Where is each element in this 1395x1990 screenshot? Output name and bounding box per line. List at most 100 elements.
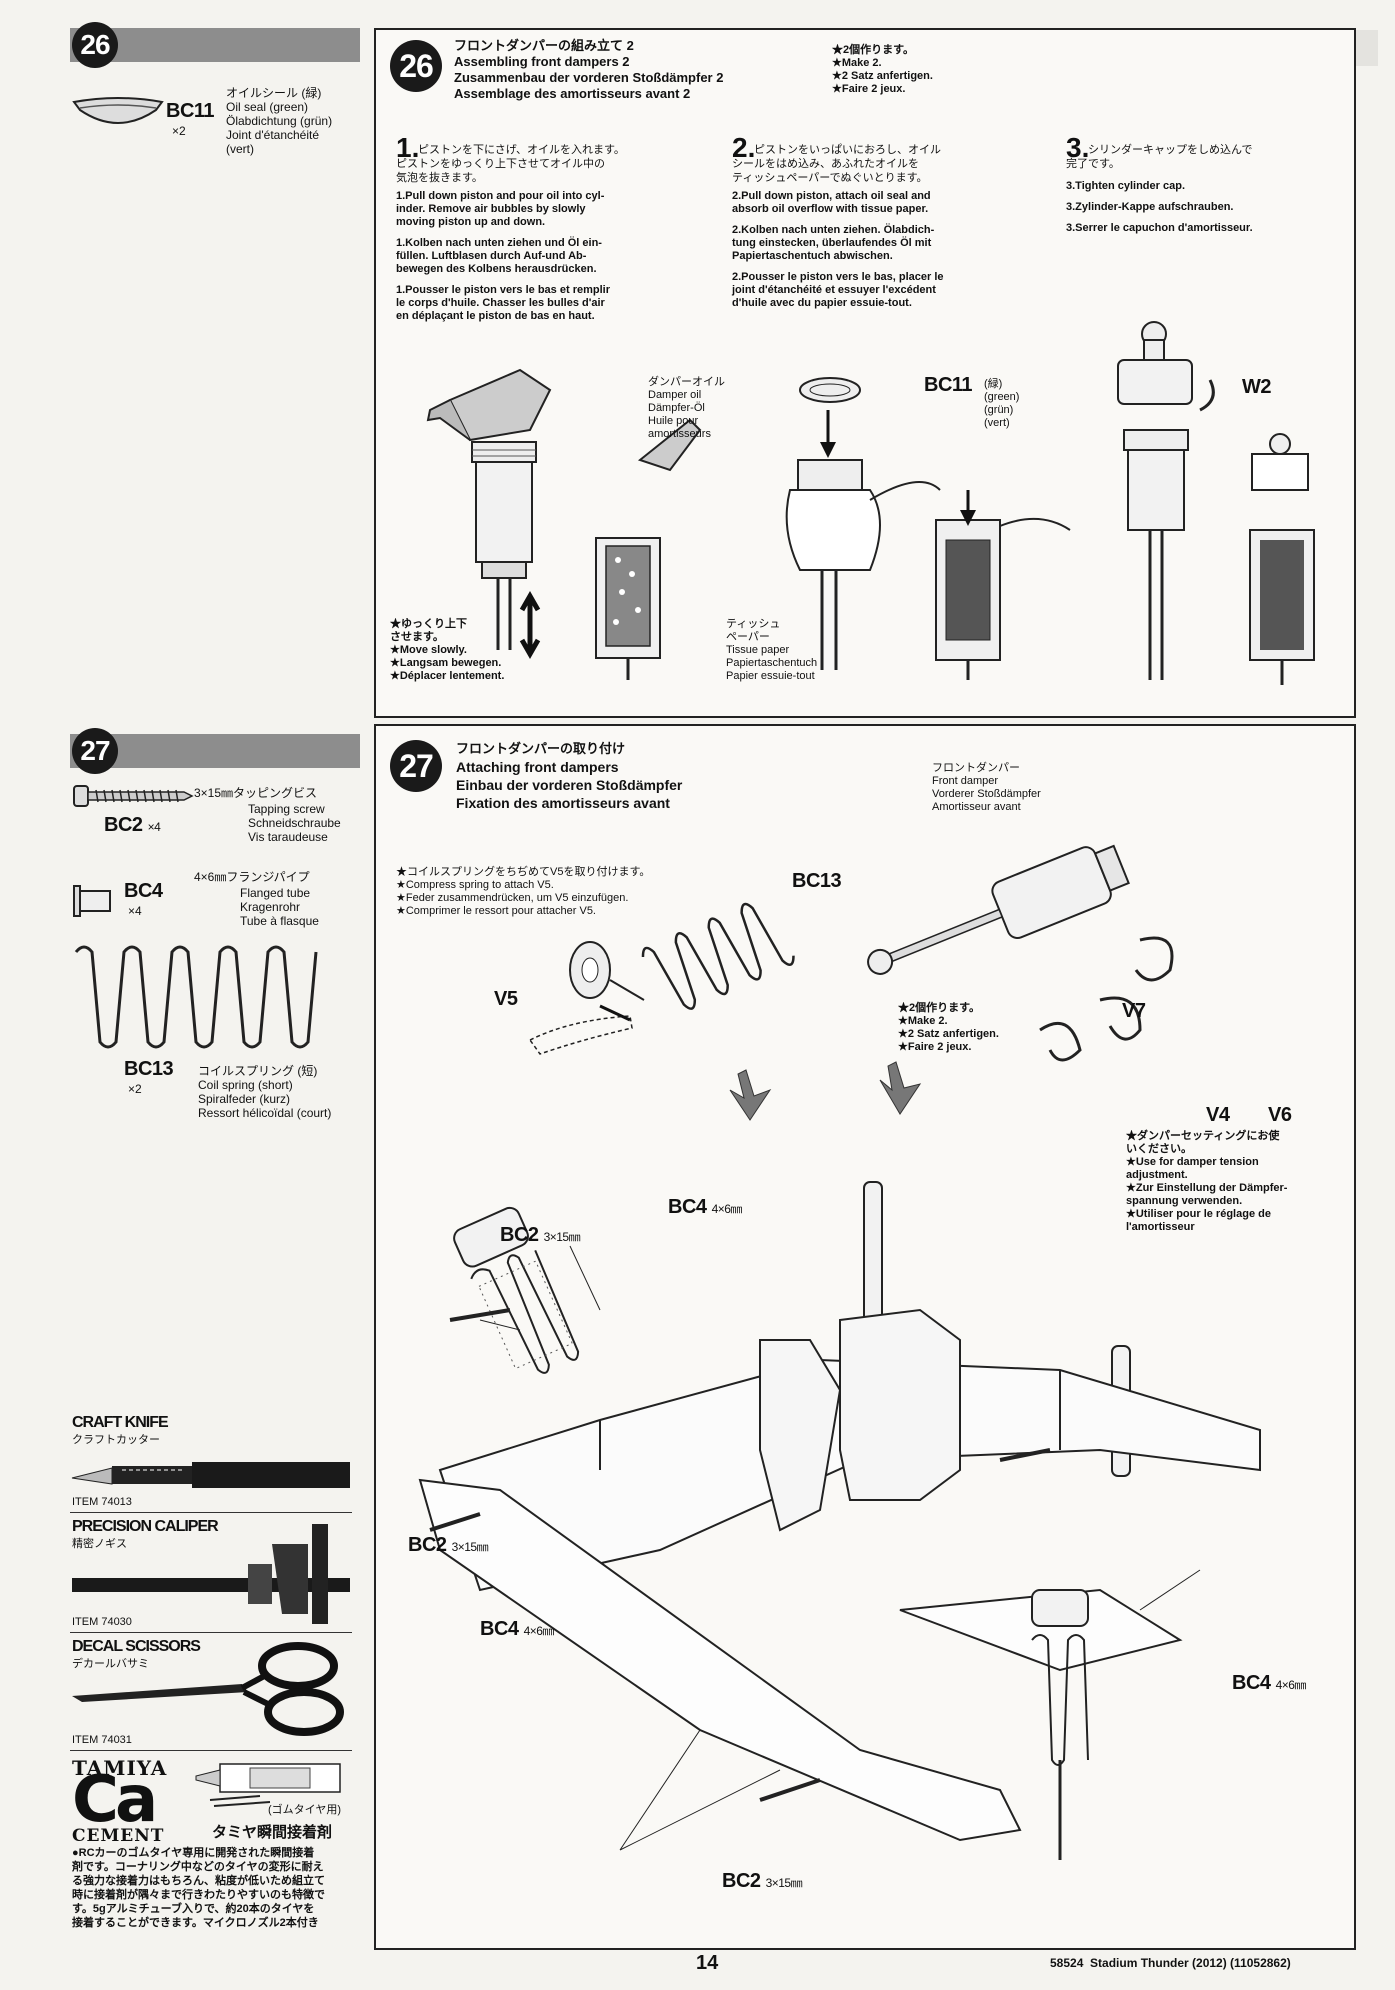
tool-divider-2 [70,1632,352,1633]
page-number: 14 [696,1952,719,1974]
bc4-label-fr: Tube à flasque [240,914,319,928]
slow-jp0: ★ゆっくり上下 [390,618,467,630]
sub1-de-1: füllen. Luftblasen durch Auf-und Ab- [396,250,587,262]
bc11-callout-color: (緑) (green) (grün) (vert) [984,378,1019,430]
bc4-label-de: Kragenrohr [240,900,301,914]
caliper-jp: 精密ノギス [72,1538,127,1550]
bc4-callout-top: BC4 4×6㎜ [668,1196,742,1219]
slow-jp1: させます。 [390,631,444,643]
make-fr: ★Faire 2 jeux. [832,83,906,95]
bc13-part-code: BC13 [124,1058,174,1080]
make27-de: ★2 Satz anfertigen. [898,1028,999,1040]
bc11-label-en: Oil seal (green) [226,100,309,114]
step27-parts-number: 27 [72,728,118,774]
bc13-labels: コイルスプリング (短) Coil spring (short) Spiralf… [198,1064,331,1120]
cement-text: CEMENT [72,1826,165,1846]
sub2-de-0: 2.Kolben nach unten ziehen. Ölabdich- [732,224,935,236]
move-slowly-note: ★ゆっくり上下 させます。 ★Move slowly. ★Langsam bew… [390,618,504,683]
bc2-part-code: BC2 ×4 [104,814,161,837]
cement-description: ●RCカーのゴムタイヤ専用に開発された瞬間接着 剤です。コーナリング中などのタイ… [72,1846,325,1930]
bc2-code: BC2 [104,814,143,836]
substep1-text: 1. ピストンを下にさげ、オイルを入れます。 ピストンをゆっくり上下させてオイル… [396,132,686,323]
adjust-0: ★ダンパーセッティングにお使 [1126,1130,1280,1142]
tamiya-brand: TAMIYA [72,1756,168,1780]
cement-name-jp: タミヤ瞬間接着剤 [212,1824,333,1841]
sub2-de-1: tung einstecken, überlaufendes Öl mit [732,237,932,249]
make27-jp: ★2個作ります。 [898,1002,981,1014]
step27-title-jp: フロントダンパーの取り付け [456,741,626,756]
oil-seal-install-illustration [785,377,1071,680]
bc4-top-size: 4×6㎜ [711,1202,743,1216]
tapping-screw-icon [73,785,194,807]
tissue-paper-label: ティッシュ ペーパー Tissue paper Papiertaschentuc… [726,618,817,683]
tissue-jp0: ティッシュ [726,618,781,630]
cement-tube-icon [195,1763,341,1807]
step27-parts-bar [70,734,360,768]
sub2-jp-1: シールをはめ込み、あふれたオイルを [732,158,919,170]
bc2-label-en: Tapping screw [248,802,325,816]
sub2-en-1: absorb oil overflow with tissue paper. [732,203,929,215]
fdamper-en: Front damper [932,775,999,787]
bc11-label-fr2: (vert) [226,142,254,156]
substep3-text: 3. シリンダーキャップをしめ込んで 完了です。 3.Tighten cylin… [1066,132,1336,235]
bc13-qty: ×2 [128,1082,142,1096]
bc13-label-fr: Ressort hélicoïdal (court) [198,1106,332,1120]
compress-spring-note: ★コイルスプリングをちぢめてV5を取り付けます。 ★Compress sprin… [396,866,650,918]
step26-title: フロントダンパーの組み立て 2 Assembling front dampers… [454,38,723,102]
adjust-4: ★Zur Einstellung der Dämpfer- [1126,1182,1288,1194]
tissue-de: Papiertaschentuch [726,657,818,669]
adjust-6: ★Utiliser pour le réglage de [1126,1208,1271,1220]
v7-callout: V7 [1122,1000,1146,1022]
tissue-en: Tissue paper [726,644,790,656]
compress-de: ★Feder zusammendrücken, um V5 einzufügen… [396,892,629,904]
damper-adjust-note: ★ダンパーセッティングにお使 いください。 ★Use for damper te… [1126,1130,1287,1234]
step27-number: 27 [390,740,442,792]
step26-make-note: ★2個作ります。 ★Make 2. ★2 Satz anfertigen. ★F… [832,44,933,96]
bc2-callout-bottom: BC2 3×15㎜ [722,1870,803,1893]
bc4-labels: Flanged tube Kragenrohr Tube à flasque [240,886,319,928]
bc11-callout: BC11 [924,374,973,396]
step26-parts-number: 26 [72,22,118,68]
oil-seal-icon [72,97,164,124]
substep2-number: 2. [732,132,756,163]
craft-knife-item: ITEM 74013 [72,1496,132,1508]
cylinder-cap-illustration [1117,321,1315,685]
sub1-en-0: 1.Pull down piston and pour oil into cyl… [396,190,605,202]
v5-callout: V5 [494,988,518,1010]
oil-filling-illustration [426,368,702,680]
cement-desc-2: る強力な接着力はもちろん、粘度が低いため組立て [72,1875,325,1887]
bc11-green-en: (green) [984,391,1020,403]
fdamper-fr: Amortisseur avant [932,801,1021,813]
sub2-de-2: Papiertaschentuch abwischen. [732,250,893,262]
make27-fr: ★Faire 2 jeux. [898,1041,972,1053]
sub3-de: 3.Zylinder-Kappe aufschrauben. [1066,201,1234,213]
bc2-callout-top: BC2 3×15㎜ [500,1224,581,1247]
cement-desc-1: 剤です。コーナリング中などのタイヤの変形に耐え [72,1861,324,1873]
bc2-labels: Tapping screw Schneidschraube Vis taraud… [248,802,341,844]
sub3-en: 3.Tighten cylinder cap. [1066,180,1185,192]
sub1-en-2: moving piston up and down. [396,216,546,228]
sub1-fr-1: le corps d'huile. Chasser les bulles d'a… [396,297,605,309]
step26-title-jp: フロントダンパーの組み立て 2 [454,38,634,53]
bc2-bottom-size: 3×15㎜ [765,1876,803,1890]
adjust-2: ★Use for damper tension [1126,1156,1259,1168]
adjust-7: l'amortisseur [1126,1221,1195,1233]
sub2-fr-0: 2.Pousser le piston vers le bas, placer … [732,271,944,283]
bc11-part-code: BC11 [166,100,215,122]
v4-callout: V4 [1206,1104,1230,1126]
make-en: ★Make 2. [832,57,882,69]
substep2-text: 2. ピストンをいっぱいにおろし、オイル シールをはめ込み、あふれたオイルを テ… [732,132,1022,310]
make-jp: ★2個作ります。 [832,44,915,56]
bc13-callout: BC13 [792,870,842,892]
tissue-jp1: ペーパー [726,631,770,643]
bc11-green-de: (grün) [984,404,1014,416]
w2-callout: W2 [1242,376,1272,398]
sub2-jp-0: ピストンをいっぱいにおろし、オイル [754,144,941,156]
bc2-left-code: BC2 [408,1534,447,1556]
flanged-tube-icon [73,885,111,917]
compress-fr: ★Comprimer le ressort pour attacher V5. [396,905,596,917]
cement-desc-3: 時に接着剤が隅々まで行きわたりやすいのも特徴で [72,1889,325,1901]
front-damper-label: フロントダンパー Front damper Vorderer Stoßdämpf… [932,762,1041,814]
bc2-left-size: 3×15㎜ [451,1540,489,1554]
adjust-1: いください。 [1126,1143,1192,1155]
